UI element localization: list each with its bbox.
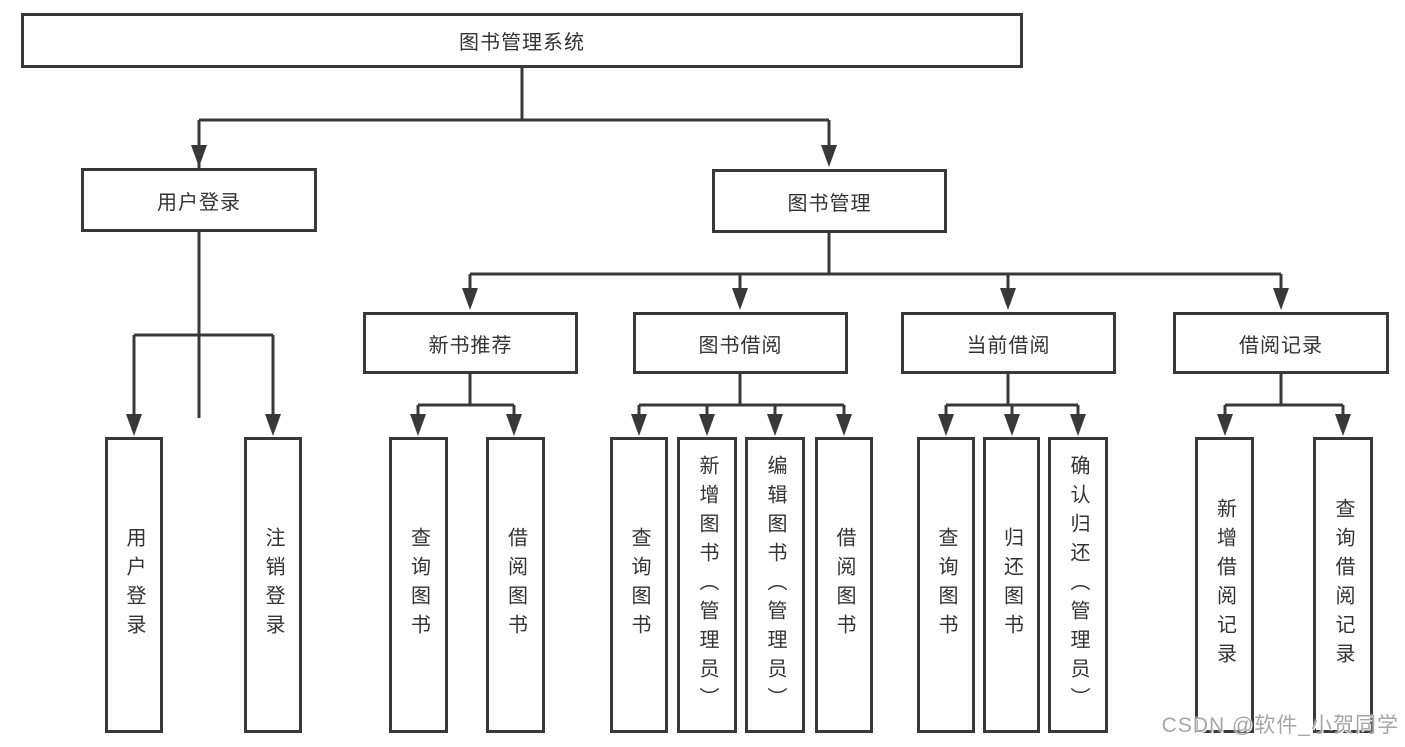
node-user-login-label: 用户登录 [157,191,241,214]
node-current-borrow-label: 当前借阅 [966,334,1051,357]
leaf-return-book: 归还图书 [983,437,1040,733]
leaf-borrow-books-label: 借阅图书 [833,527,855,643]
node-new-book-recommend: 新书推荐 [363,312,578,374]
leaf-query-books-borrow: 查询图书 [610,437,668,733]
leaf-query-books-recommend-label: 查询图书 [407,527,430,643]
node-book-management-label: 图书管理 [787,192,872,215]
leaf-confirm-return-admin: 确认归还（管理员） [1048,437,1108,733]
leaf-add-book-admin-label: 新增图书（管理员） [696,454,718,716]
leaf-borrow-books-recommend: 借阅图书 [486,437,545,733]
leaf-query-borrow-record: 查询借阅记录 [1313,437,1373,733]
node-borrow-record-label: 借阅记录 [1239,334,1323,357]
leaf-logout: 注销登录 [244,437,302,733]
node-root-label: 图书管理系统 [459,32,585,54]
node-book-borrow: 图书借阅 [633,312,848,374]
leaf-query-books-recommend: 查询图书 [389,437,448,733]
leaf-confirm-return-admin-label: 确认归还（管理员） [1067,454,1089,716]
node-book-borrow-label: 图书借阅 [698,334,783,357]
leaf-query-books-current-label: 查询图书 [935,527,957,643]
leaf-logout-label: 注销登录 [262,527,284,643]
leaf-borrow-books-recommend-label: 借阅图书 [504,527,527,643]
node-borrow-record: 借阅记录 [1173,312,1389,374]
leaf-query-borrow-record-label: 查询借阅记录 [1332,498,1354,672]
leaf-user-login-label: 用户登录 [123,527,145,643]
leaf-add-borrow-record-label: 新增借阅记录 [1213,498,1236,672]
leaf-user-login: 用户登录 [105,437,163,733]
node-current-borrow: 当前借阅 [901,312,1116,374]
leaf-add-borrow-record: 新增借阅记录 [1195,437,1254,733]
node-root: 图书管理系统 [21,13,1023,68]
leaf-edit-book-admin: 编辑图书（管理员） [745,437,805,733]
leaf-edit-book-admin-label: 编辑图书（管理员） [764,454,786,716]
leaf-add-book-admin: 新增图书（管理员） [677,437,737,733]
node-book-management: 图书管理 [712,169,947,233]
leaf-borrow-books: 借阅图书 [815,437,873,733]
leaf-query-books-current: 查询图书 [917,437,975,733]
leaf-query-books-borrow-label: 查询图书 [628,527,650,643]
node-user-login: 用户登录 [81,168,317,232]
leaf-return-book-label: 归还图书 [1000,527,1023,643]
node-new-book-recommend-label: 新书推荐 [428,334,513,357]
